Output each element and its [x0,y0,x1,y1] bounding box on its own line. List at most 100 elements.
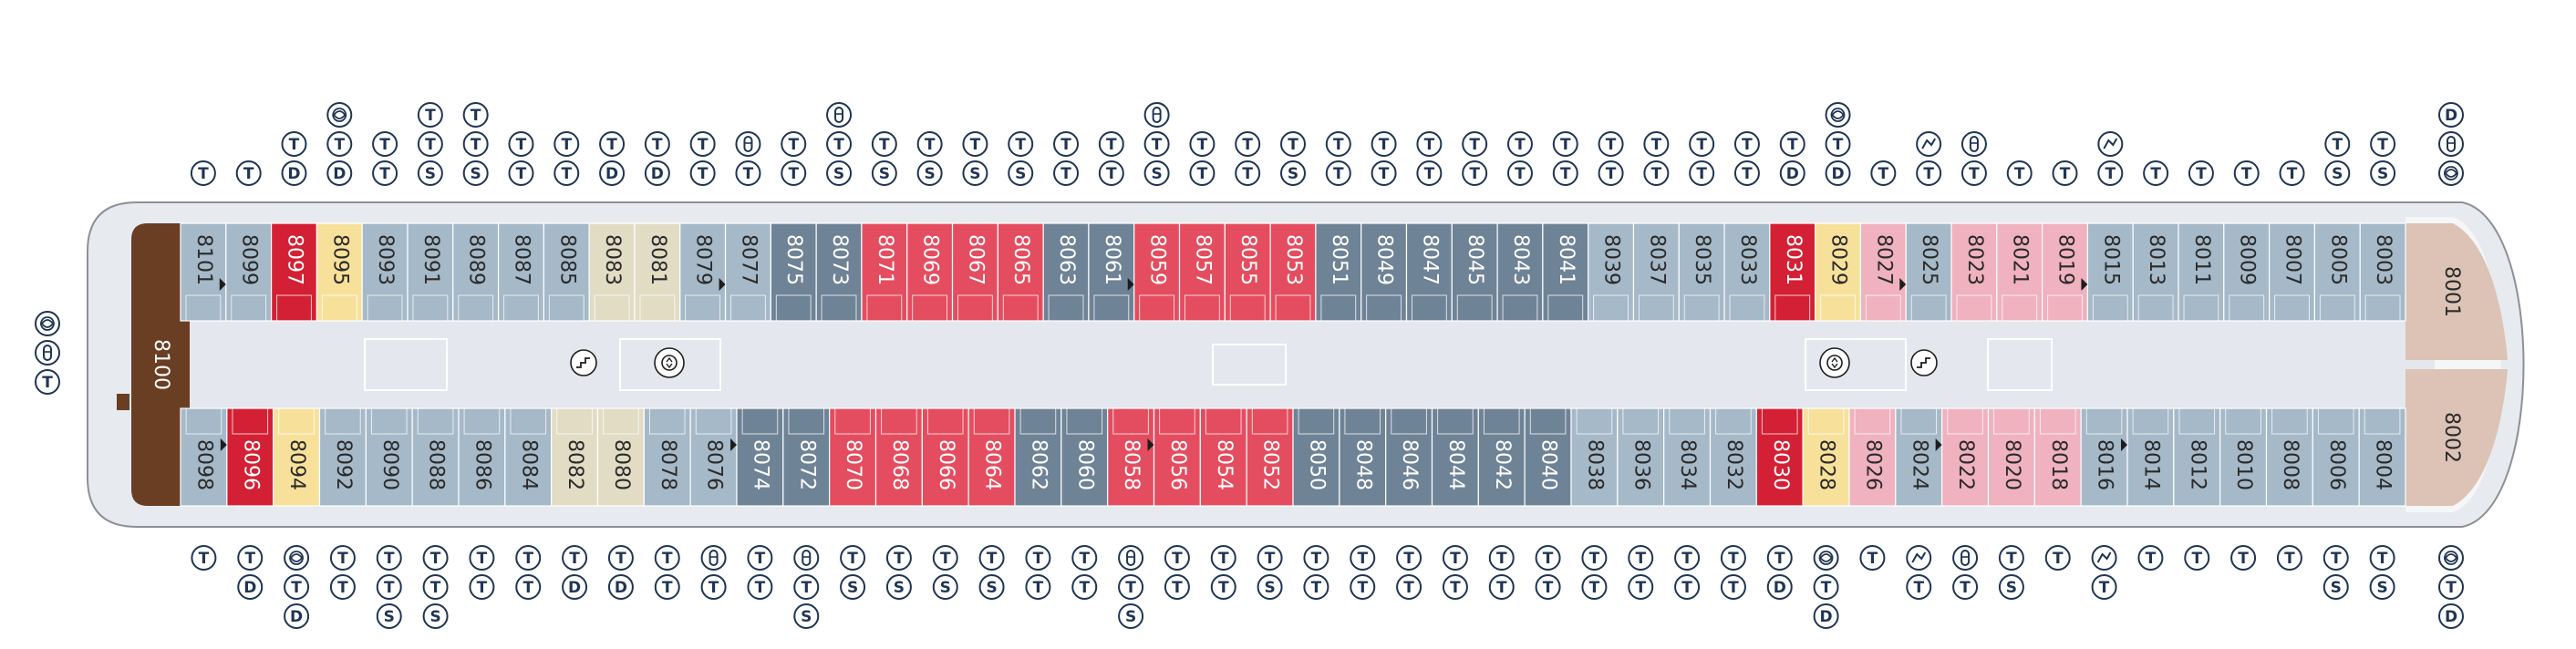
cabin-8026[interactable]: 8026 [1848,407,1897,507]
cabin-8023[interactable]: 8023 [1950,222,1998,322]
cabin-8041[interactable]: 8041 [1542,222,1589,322]
cabin-8064[interactable]: 8064 [967,407,1016,507]
cabin-8083[interactable]: 8083 [588,222,636,322]
cabin-8012[interactable]: 8012 [2173,407,2221,507]
cabin-8048[interactable]: 8048 [1339,407,1387,507]
cabin-8021[interactable]: 8021 [1996,222,2043,322]
cabin-8010[interactable]: 8010 [2219,407,2268,507]
cabin-8036[interactable]: 8036 [1617,407,1665,507]
cabin-8046[interactable]: 8046 [1385,407,1433,507]
cabin-8030[interactable]: 8030 [1755,407,1804,507]
cabin-8098[interactable]: 8098 [180,407,228,507]
cabin-8001[interactable]: 8001 [2405,223,2508,360]
cabin-8070[interactable]: 8070 [829,407,877,507]
cabin-8093[interactable]: 8093 [361,222,409,322]
cabin-8085[interactable]: 8085 [543,222,590,322]
cabin-8040[interactable]: 8040 [1524,407,1572,507]
cabin-8020[interactable]: 8020 [1987,407,2035,507]
cabin-8063[interactable]: 8063 [1042,222,1090,322]
cabin-8054[interactable]: 8054 [1199,407,1247,507]
cabin-8038[interactable]: 8038 [1570,407,1619,507]
cabin-8058[interactable]: 8058 [1107,407,1155,507]
cabin-8047[interactable]: 8047 [1405,222,1453,322]
cabin-8035[interactable]: 8035 [1678,222,1725,322]
cabin-8052[interactable]: 8052 [1246,407,1294,507]
cabin-8061[interactable]: 8061 [1088,222,1135,322]
cabin-8096[interactable]: 8096 [226,407,274,507]
cabin-8002[interactable]: 8002 [2405,369,2508,506]
cabin-8005[interactable]: 8005 [2313,222,2361,322]
cabin-8015[interactable]: 8015 [2086,222,2134,322]
cabin-8075[interactable]: 8075 [770,222,817,322]
cabin-8065[interactable]: 8065 [997,222,1044,322]
cabin-8024[interactable]: 8024 [1895,407,1943,507]
cabin-8097[interactable]: 8097 [270,222,317,322]
cabin-8018[interactable]: 8018 [2033,407,2082,507]
cabin-8059[interactable]: 8059 [1133,222,1181,322]
cabin-8011[interactable]: 8011 [2178,222,2225,322]
cabin-8049[interactable]: 8049 [1360,222,1408,322]
cabin-8094[interactable]: 8094 [273,407,321,507]
cabin-8092[interactable]: 8092 [318,407,367,507]
cabin-8045[interactable]: 8045 [1451,222,1498,322]
cabin-8076[interactable]: 8076 [689,407,738,507]
cabin-8055[interactable]: 8055 [1224,222,1271,322]
cabin-8099[interactable]: 8099 [225,222,273,322]
cabin-8051[interactable]: 8051 [1315,222,1362,322]
cabin-8067[interactable]: 8067 [951,222,998,322]
cabin-8014[interactable]: 8014 [2126,407,2175,507]
cabin-8033[interactable]: 8033 [1723,222,1771,322]
cabin-8079[interactable]: 8079 [679,222,727,322]
cabin-8009[interactable]: 8009 [2223,222,2271,322]
cabin-8100[interactable] [131,223,190,506]
cabin-8053[interactable]: 8053 [1269,222,1317,322]
cabin-8091[interactable]: 8091 [407,222,454,322]
cabin-8068[interactable]: 8068 [874,407,923,507]
cabin-8082[interactable]: 8082 [551,407,599,507]
cabin-8028[interactable]: 8028 [1802,407,1850,507]
cabin-8031[interactable]: 8031 [1769,222,1816,322]
cabin-8008[interactable]: 8008 [2265,407,2313,507]
cabin-8101[interactable]: 8101 [180,222,227,322]
cabin-8022[interactable]: 8022 [1941,407,1990,507]
cabin-8071[interactable]: 8071 [861,222,908,322]
cabin-8006[interactable]: 8006 [2312,407,2360,507]
cabin-8032[interactable]: 8032 [1709,407,1757,507]
cabin-8034[interactable]: 8034 [1663,407,1712,507]
cabin-8078[interactable]: 8078 [643,407,691,507]
cabin-8088[interactable]: 8088 [411,407,460,507]
cabin-8084[interactable]: 8084 [504,407,553,507]
cabin-8060[interactable]: 8060 [1060,407,1109,507]
cabin-8039[interactable]: 8039 [1588,222,1635,322]
cabin-8090[interactable]: 8090 [365,407,413,507]
cabin-8074[interactable]: 8074 [736,407,784,507]
cabin-8016[interactable]: 8016 [2080,407,2128,507]
cabin-8003[interactable]: 8003 [2359,222,2406,322]
cabin-8027[interactable]: 8027 [1859,222,1907,322]
cabin-8004[interactable]: 8004 [2358,407,2406,507]
cabin-8037[interactable]: 8037 [1632,222,1680,322]
cabin-8089[interactable]: 8089 [452,222,500,322]
cabin-8072[interactable]: 8072 [782,407,831,507]
cabin-8029[interactable]: 8029 [1815,222,1862,322]
cabin-8056[interactable]: 8056 [1153,407,1201,507]
cabin-8077[interactable]: 8077 [724,222,771,322]
cabin-8069[interactable]: 8069 [906,222,954,322]
cabin-8095[interactable]: 8095 [316,222,363,322]
cabin-8050[interactable]: 8050 [1292,407,1340,507]
cabin-8044[interactable]: 8044 [1431,407,1479,507]
cabin-8086[interactable]: 8086 [458,407,506,507]
cabin-8081[interactable]: 8081 [634,222,681,322]
cabin-8062[interactable]: 8062 [1014,407,1062,507]
cabin-8073[interactable]: 8073 [815,222,863,322]
cabin-8080[interactable]: 8080 [596,407,645,507]
cabin-8087[interactable]: 8087 [497,222,544,322]
cabin-8019[interactable]: 8019 [2042,222,2089,322]
cabin-8042[interactable]: 8042 [1477,407,1526,507]
cabin-8025[interactable]: 8025 [1905,222,1952,322]
cabin-8043[interactable]: 8043 [1496,222,1544,322]
cabin-8013[interactable]: 8013 [2132,222,2179,322]
cabin-8057[interactable]: 8057 [1178,222,1226,322]
cabin-8007[interactable]: 8007 [2269,222,2316,322]
cabin-8066[interactable]: 8066 [921,407,969,507]
